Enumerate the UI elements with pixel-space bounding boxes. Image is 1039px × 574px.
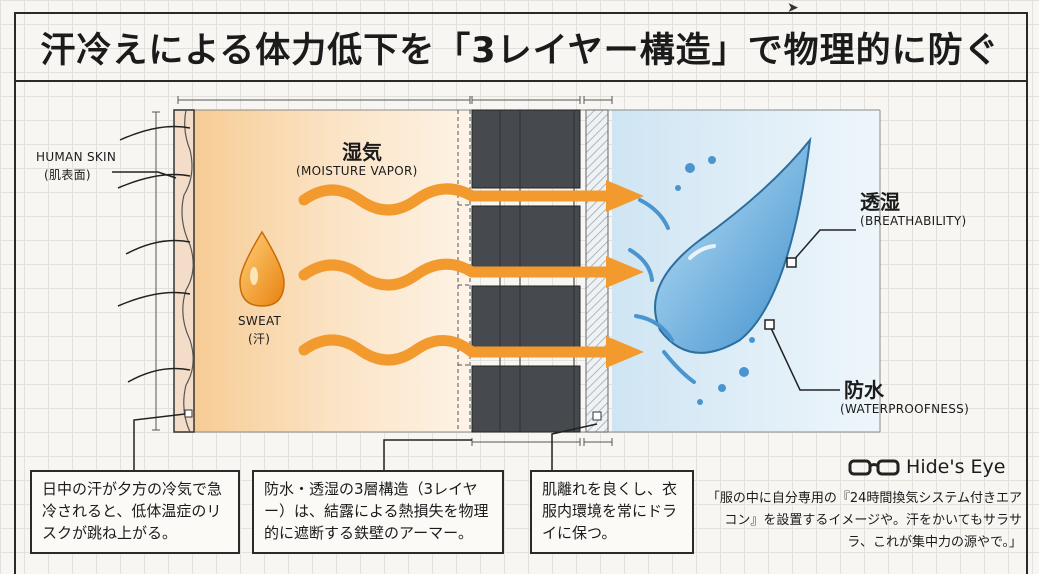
brand: Hide's Eye xyxy=(848,456,1005,478)
human-skin-label-en: HUMAN SKIN xyxy=(36,150,117,164)
sweat-label-jp: (汗) xyxy=(248,332,271,346)
brand-name: Hide's Eye xyxy=(906,456,1006,478)
breathability-label-jp: 透湿 xyxy=(860,190,900,214)
dimension-lines xyxy=(152,96,613,446)
fabric-layer xyxy=(471,109,581,433)
vapor-label-jp: 湿気 xyxy=(342,140,382,164)
glasses-icon xyxy=(848,459,900,475)
waterproof-label-jp: 防水 xyxy=(844,378,884,402)
sweat-drop-icon xyxy=(239,230,285,307)
page-title: 汗冷えによる体力低下を「3レイヤー構造」で物理的に防ぐ xyxy=(40,31,1000,71)
brand-quote: 「服の中に自分専用の『24時間換気システム付きエアコン』を設置するイメージや。汗… xyxy=(706,491,1022,550)
mouse-cursor-icon: ➤ xyxy=(787,0,799,16)
callout-hypothermia: 日中の汗が夕方の冷気で急冷されると、低体温症のリスクが跳ね上がる。 xyxy=(30,470,240,554)
sweat-label-en: SWEAT xyxy=(238,314,282,328)
breathability-label-en: (BREATHABILITY) xyxy=(860,214,967,228)
water-drop-icon xyxy=(628,136,812,405)
human-skin-label-jp: (肌表面) xyxy=(44,168,91,182)
vapor-arrowheads xyxy=(606,180,644,368)
leader-lines xyxy=(112,171,856,470)
vapor-label-en: (MOISTURE VAPOR) xyxy=(296,164,418,178)
callout-three-layer: 防水・透湿の3層構造（3レイヤー）は、結露による熱損失を物理的に遮断する鉄壁のア… xyxy=(252,470,504,554)
skin-layer xyxy=(117,109,195,433)
vapor-arrows xyxy=(298,183,616,366)
callout-dry: 肌離れを良くし、衣服内環境を常にドライに保つ。 xyxy=(530,470,694,554)
title-divider xyxy=(14,80,1026,82)
waterproof-label-en: (WATERPROOFNESS) xyxy=(840,402,970,416)
poster-frame xyxy=(14,12,1028,574)
